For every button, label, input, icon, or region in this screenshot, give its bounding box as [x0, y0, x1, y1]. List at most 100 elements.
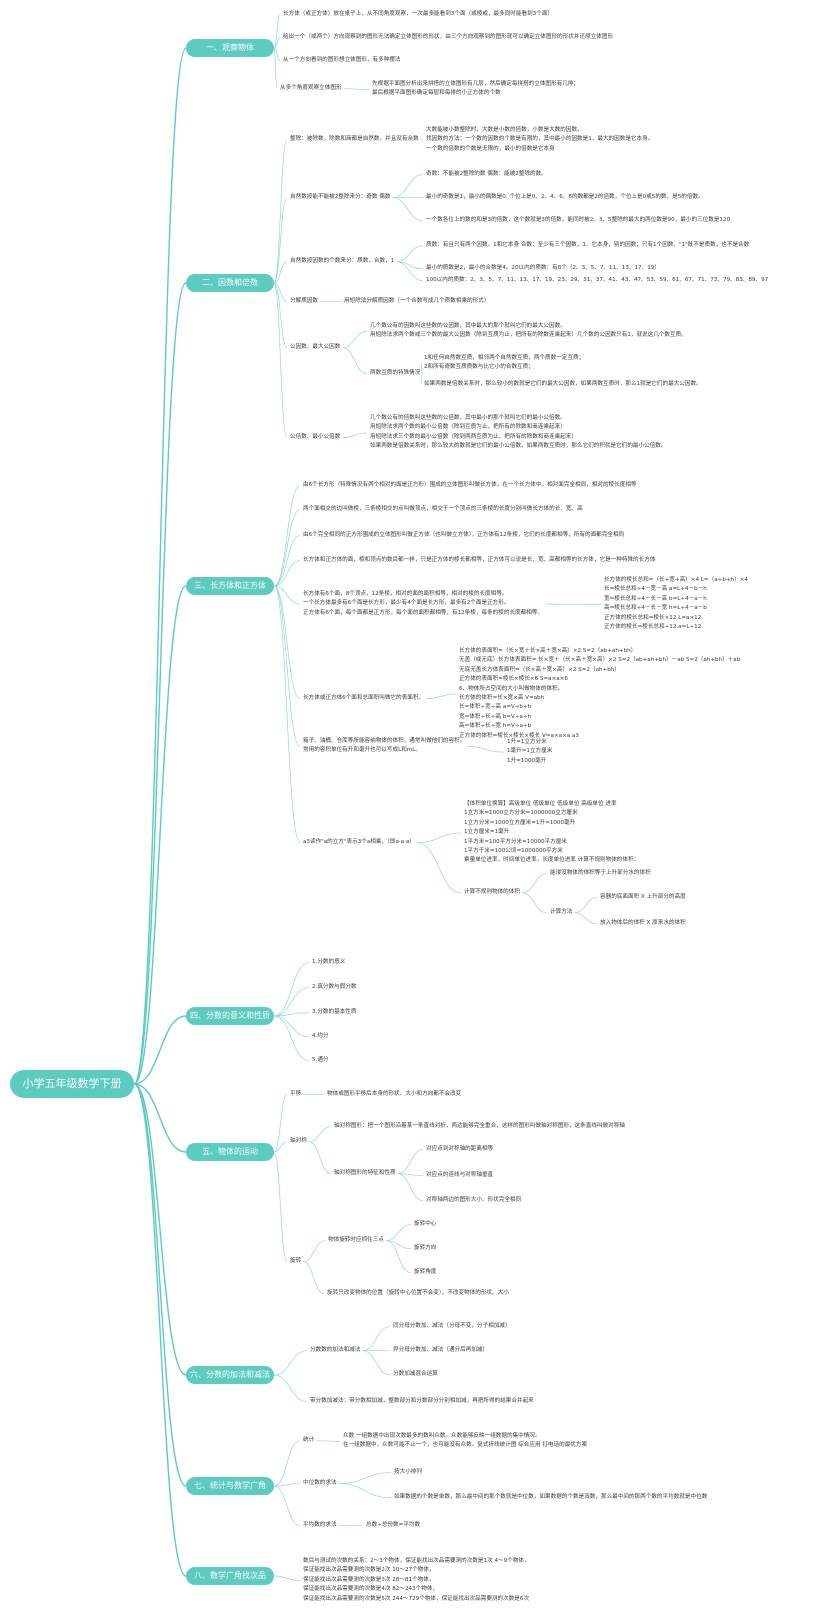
mindmap-node[interactable]: 自然数按因数的个数来分：质数，合数，1	[290, 258, 395, 264]
mindmap-node[interactable]: 分解质因数	[290, 298, 318, 304]
mindmap-node[interactable]: 放入物体后的体积 X 原来水的体积	[600, 920, 686, 926]
mindmap-node[interactable]: 对应点到对称轴的距离相等	[426, 1146, 494, 1152]
mindmap-node[interactable]: 统计	[303, 1437, 315, 1443]
branch-node-3[interactable]: 三、长方体和正方体	[186, 577, 274, 595]
mindmap-node[interactable]: 如果数据的个数是单数，那么最中间的那个数就是中位数，如果数据的个数是双数，那么最…	[394, 1494, 708, 1500]
node-edge	[273, 1575, 301, 1581]
mindmap-node[interactable]: 2.真分数与假分数	[312, 984, 357, 990]
mindmap-node[interactable]: 1和任何自然数互质，相邻两个自然数互质，两个质数一定互质；2和所有奇数互质质数与…	[424, 355, 585, 371]
mindmap-node[interactable]: 中位数的求法	[303, 1480, 337, 1486]
node-edge	[392, 197, 424, 222]
mindmap-node[interactable]: 同分母分数加、减法（分母不变，分子相加减）	[393, 1323, 511, 1329]
mindmap-node[interactable]: 轴对称图形的特征和性质	[334, 1170, 396, 1176]
mindmap-node[interactable]: 最小的奇数是1，最小的偶数是0. 个位上是0、2、4、6、8的数都是2的倍数，个…	[426, 194, 704, 200]
mindmap-node[interactable]: 大数能被小数整除时，大数是小数的倍数，小数是大数的因数。找因数的方法：一个数的因…	[426, 127, 654, 152]
branch-node-7[interactable]: 七、统计与数学广角	[186, 1477, 274, 1495]
node-edge	[338, 1483, 392, 1499]
mindmap-node[interactable]: 总数÷总份数=平均数	[366, 1522, 421, 1528]
branch-node-4[interactable]: 四、分数的意义和性质	[186, 1007, 274, 1025]
mindmap-node[interactable]: 两数互质的特殊情况	[370, 370, 421, 376]
mindmap-node[interactable]: 自然数按能不能被2整除来分：奇数 偶数	[290, 194, 391, 200]
mindmap-node[interactable]: 长方体（或正方体）放在桌子上，从不同角度观察，一次最多能看到3个面（或棱或，最多…	[283, 11, 554, 17]
root-branch-edge	[133, 1083, 187, 1577]
mindmap-node[interactable]: 数目与测试的次数的关系：2～3个物体，保证能找出次品需要测的次数是1次 4～9个…	[303, 1558, 530, 1602]
mindmap-node[interactable]: 由6个完全相同的正方形围成的立体图形叫做正方体（也叫做立方体），正方体有12条棱…	[303, 532, 625, 538]
mindmap-node[interactable]: 轴对称	[290, 1138, 307, 1144]
mindmap-node[interactable]: 公倍数、最小公倍数	[290, 434, 341, 440]
mindmap-node[interactable]: 两个面相交的边叫做棱，三条棱相交的点叫做顶点，相交于一个顶点的三条棱的长度分别叫…	[303, 506, 583, 512]
mindmap-node[interactable]: 质数：有且只有两个因数，1和它本身 合数：至少有三个因数，1、它本身，别的因数；…	[426, 242, 750, 248]
mindmap-node[interactable]: 长方体有6个面，8个顶点，12条棱，相对的面的面积相等，相对的棱的长度相等。一个…	[303, 591, 544, 616]
mindmap-node[interactable]: 计算方法	[550, 909, 573, 915]
mindmap-node[interactable]: 长方体或正方体6个面和总面积叫做它的表面积。	[303, 695, 425, 701]
mindmap-node[interactable]: 几个数公有的因数叫这些数的公因数，其中最大的那个就叫它们的最大公因数。用短除法求…	[370, 323, 687, 339]
mindmap-node[interactable]: 物体旋转时应抓住三点	[328, 1237, 384, 1243]
mindmap-node[interactable]: 用短除法分解质因数（一个合数写成几个质数相乘的形式）	[344, 298, 490, 304]
mindmap-node[interactable]: 平均数的求法	[303, 1522, 337, 1528]
mindmap-node[interactable]: 对应点的连线与对称轴垂直	[426, 1172, 494, 1178]
node-edge	[273, 1440, 301, 1487]
mindmap-node[interactable]: 整除：被除数，除数和商都是自然数，并且没有余数	[290, 136, 419, 142]
mindmap-node[interactable]: 先根据平面图分析出来拼搭的立体图形有几层，然后确定每拼搭的立体图形有几排；最后根…	[372, 81, 579, 97]
node-edge	[343, 88, 370, 90]
node-edge	[273, 1012, 310, 1017]
mindmap-node[interactable]: 长方体的表面积=（长×宽＋长×高＋宽×高）×2 S=2（ab+ah+bh）无盖（…	[459, 648, 741, 739]
mindmap-node[interactable]: 奇数：不能被2整除的数 偶数：能被2整除的数。	[426, 171, 547, 177]
mindmap-node[interactable]: 如果两数是倍数关系时，那么较小的数就是它们的最大公因数，如果两数互质时，那么1就…	[424, 381, 702, 387]
mindmap-node[interactable]: 给出一个（或两个）方向观察到的图形无法确定立体图形的形状，由三个方向观察到的图形…	[283, 34, 614, 40]
mindmap-node[interactable]: 轴对称图形：把一个图形沿着某一条直线对折，两边能够完全重合，这样的图形叫做轴对称…	[334, 1123, 625, 1129]
mindmap-node[interactable]: 异分母分数加、减法（通分后再加减）	[393, 1347, 489, 1353]
node-edge	[392, 174, 424, 199]
mindmap-node[interactable]: 从多个角度观察立体图形	[280, 85, 342, 91]
node-edge	[273, 1374, 308, 1403]
mindmap-node[interactable]: 旋转	[290, 1258, 302, 1264]
node-edge	[273, 560, 301, 587]
branch-node-6[interactable]: 六、分数的加法和减法	[186, 1366, 274, 1384]
mindmap-node[interactable]: 能浸没物体的体积等于上升部分水的体积	[550, 870, 651, 876]
node-edge	[385, 1240, 412, 1274]
node-edge	[273, 47, 281, 62]
mindmap-node[interactable]: 分数加减混合运算	[393, 1371, 438, 1377]
mindmap-node[interactable]: 分数数的加法和减法	[310, 1347, 361, 1353]
branch-node-5[interactable]: 五、物体的运动	[186, 1143, 274, 1161]
mindmap-node[interactable]: 由6个长方形（特殊情况有两个相对的面是正方形）围成的立体图形叫做长方体，在一个长…	[303, 482, 637, 488]
mindmap-node[interactable]: 3.分数的基本性质	[312, 1009, 357, 1015]
node-edge	[273, 1015, 310, 1038]
mindmap-node[interactable]: 5.通分	[312, 1057, 329, 1063]
node-edge	[521, 892, 548, 914]
mindmap-node[interactable]: 平移	[290, 1091, 302, 1097]
branch-node-1[interactable]: 一、观察物体	[186, 39, 274, 57]
mindmap-node[interactable]: 100以内的质数：2、3、5、7、11、13、17、19、23、29、31、37…	[426, 277, 769, 283]
node-edge	[273, 585, 301, 700]
mindmap-node[interactable]: 计算不规则物体的体积	[464, 889, 520, 895]
mindmap-node[interactable]: 最小的质数是2，最小的合数是4。20以内的质数：有8个（2、3、5、7、11、1…	[426, 265, 660, 271]
mindmap-node[interactable]: 容器的底面面积 X 上升部分的高度	[600, 894, 686, 900]
mindmap-node[interactable]: 一个数各位上的数的和是3的倍数，这个数就是3的倍数，能同时被2、3、5整除的最大…	[426, 217, 731, 223]
mindmap-node[interactable]: 旋转角度	[414, 1269, 437, 1275]
mindmap-node[interactable]: 物体或图形平移后本身的形状、大小和方向都不会改变	[327, 1091, 462, 1097]
root-node[interactable]: 小学五年级数学下册	[10, 1070, 134, 1098]
mindmap-node[interactable]: 长方体和正方体的面，棱和顶点的数目都一样，只是正方体的棱长都相等，正方体可以说是…	[303, 557, 656, 563]
node-edge	[273, 261, 288, 284]
node-edge	[273, 1350, 308, 1376]
mindmap-node[interactable]: 旋转中心	[414, 1221, 437, 1227]
node-edge	[420, 363, 423, 375]
mindmap-node[interactable]: 1.分数的意义	[312, 959, 346, 965]
mindmap-node[interactable]: 箱子、油桶、仓库等所能容纳物体的体积，通常叫做他们的容积。常用的容积单位有升和毫…	[303, 738, 466, 754]
mindmap-node[interactable]: 4.约分	[312, 1033, 329, 1039]
branch-node-2[interactable]: 二、因数和倍数	[186, 274, 274, 292]
branch-node-8[interactable]: 八、数学广角找次品	[186, 1567, 274, 1585]
mindmap-node[interactable]: 带分数加减法：带分数相加减，整数部分和分数部分分别相加减，再把所得的结果合并起来	[310, 1398, 534, 1404]
mindmap-node[interactable]: 公因数、最大公因数	[290, 344, 341, 350]
mindmap-node[interactable]: 众数 一组数据中出现次数最多的数叫众数。众数能够反映一组数据的集中情况。在一组数…	[343, 1433, 588, 1449]
mindmap-node[interactable]: a3读作"a的立方"表示3个a相乘。（即a·a·a）	[303, 839, 415, 845]
mindmap-node[interactable]: 旋转只改变物体的位置（旋转中心位置不会变），不改变物体的形状、大小	[327, 1290, 509, 1296]
mindmap-node[interactable]: 几个数公有的倍数叫这些数的公倍数，其中最小的那个就叫它们的最小公倍数。用短除法求…	[370, 415, 667, 450]
mindmap-node[interactable]: 从一个方向看到的图形想立体图形，有多种摆法	[283, 57, 401, 63]
mindmap-node[interactable]: 对称轴两边的图形大小、形状完全相同	[426, 1197, 522, 1203]
mindmap-node[interactable]: 旋转方向	[414, 1245, 437, 1251]
mindmap-node[interactable]: 按大小排列	[394, 1469, 422, 1475]
